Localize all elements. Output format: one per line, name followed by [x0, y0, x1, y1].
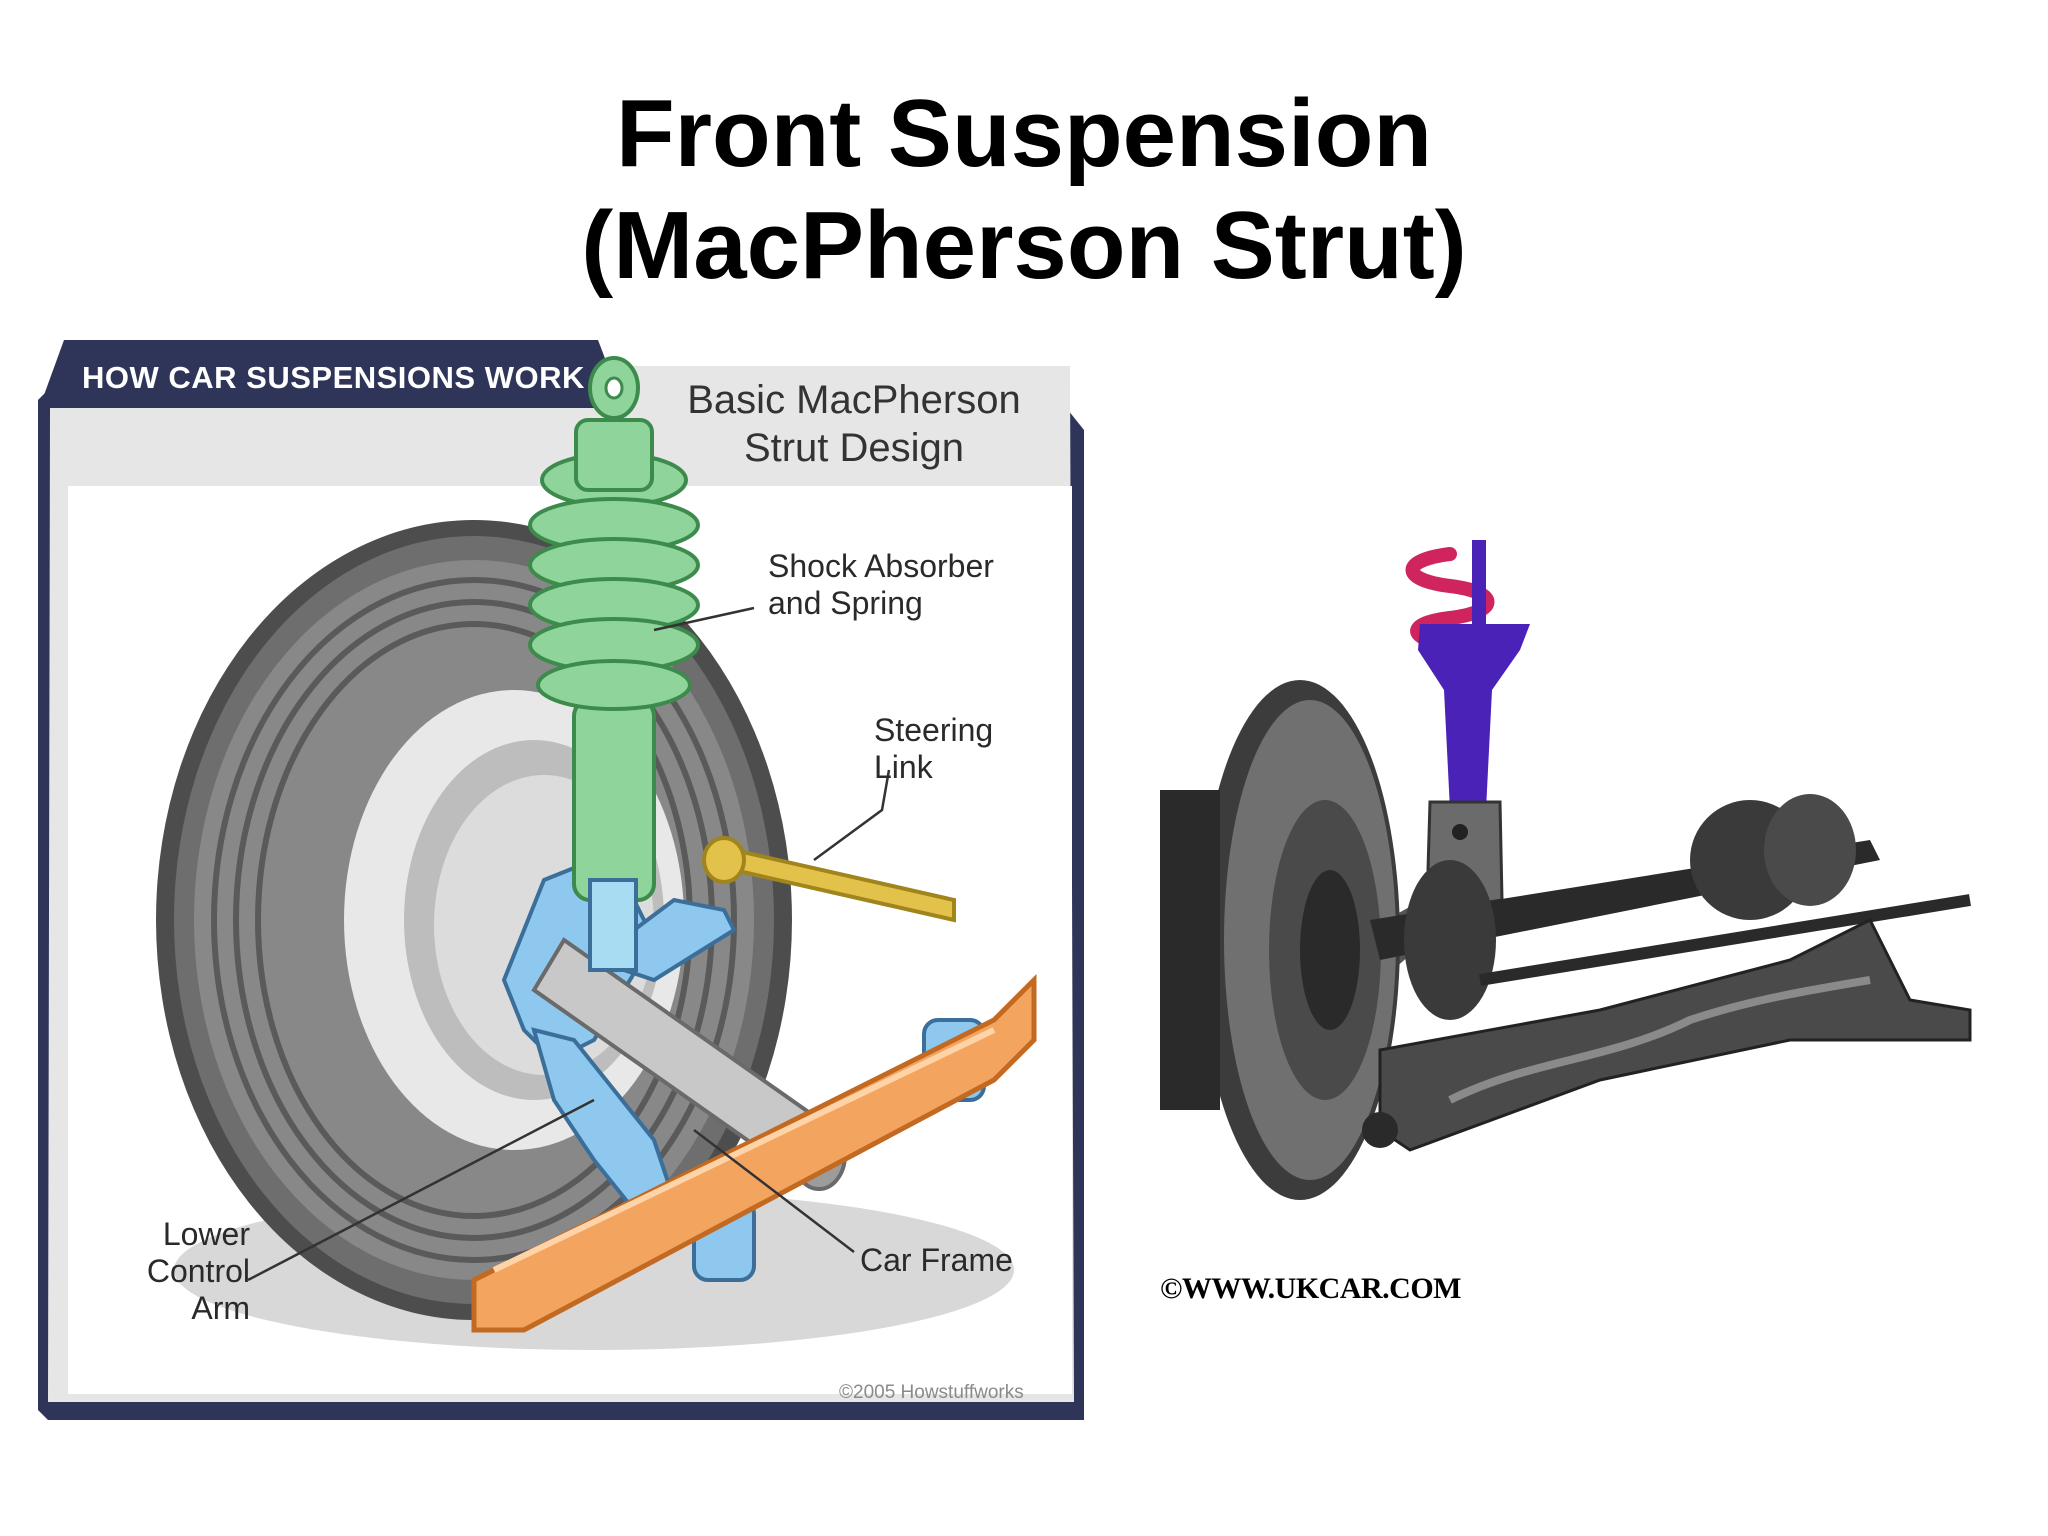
ukcar-copyright: ©WWW.UKCAR.COM	[1160, 1272, 1461, 1305]
callout-shock-absorber: Shock Absorber and Spring	[768, 548, 994, 622]
callout-steering-line-2: Link	[874, 749, 933, 785]
callout-car-frame: Car Frame	[860, 1242, 1013, 1279]
design-title-line-2: Strut Design	[743, 426, 965, 470]
strut-assembly-render	[1160, 540, 1972, 1200]
tab-label: HOW CAR SUSPENSIONS WORK	[82, 360, 585, 395]
callout-shock-line-2: and Spring	[768, 585, 923, 621]
howstuffworks-copyright: ©2005 Howstuffworks	[839, 1382, 1024, 1403]
callout-steering-link: Steering Link	[874, 712, 993, 786]
design-title-line-1: Basic MacPherson	[687, 378, 1021, 422]
slide-title-line-2: (MacPherson Strut)	[581, 192, 1467, 299]
callout-lower-line-3: Arm	[191, 1290, 250, 1326]
design-title: Basic MacPherson Strut Design	[634, 376, 1074, 472]
callout-lower-line-2: Control	[146, 1253, 250, 1289]
callout-steering-line-1: Steering	[874, 712, 994, 748]
callout-shock-line-1: Shock Absorber	[768, 548, 994, 584]
callout-lower-line-1: Lower	[162, 1216, 250, 1252]
callout-lower-control-arm: Lower Control Arm	[118, 1216, 250, 1327]
slide-title: Front Suspension (MacPherson Strut)	[0, 78, 2048, 302]
slide-title-line-1: Front Suspension	[616, 80, 1432, 187]
strut-diagram-illustration	[38, 340, 1084, 1420]
strut-design-panel: HOW CAR SUSPENSIONS WORK Basic MacPherso…	[34, 340, 1094, 1432]
callout-frame-line-1: Car Frame	[860, 1242, 1013, 1278]
